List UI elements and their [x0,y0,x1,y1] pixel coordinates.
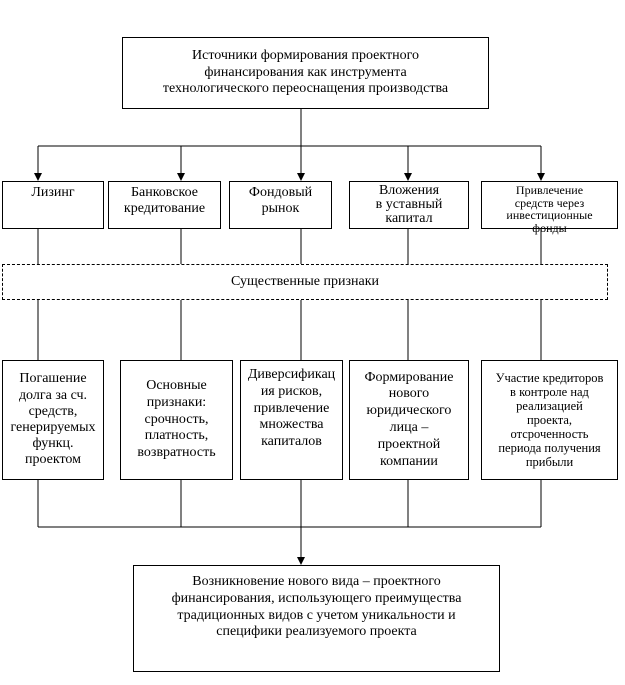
top-sources-box: Источники формирования проектного финанс… [122,37,489,109]
essential-features-label: Существенные признаки [230,274,380,290]
result-text: Возникновение нового вида – проектного ф… [171,574,462,640]
feature-leasing-box: Погашение долга за сч. средств, генериру… [2,360,104,480]
feature-investment-funds-text: Участие кредиторов в контроле над реализ… [495,371,604,469]
essential-features-band: Существенные признаки [2,264,608,300]
category-charter-capital-box: Вложения в уставный капитал [349,181,469,229]
category-stock-market-box: Фондовый рынок [229,181,332,229]
category-bank-credit-box: Банковское кредитование [108,181,221,229]
feature-stock-market-box: Диверсификац ия рисков, привлечение множ… [240,360,343,480]
feature-bank-credit-text: Основные признаки: срочность, платность,… [137,378,216,461]
category-charter-capital-label: Вложения в уставный капитал [375,183,443,226]
feature-leasing-text: Погашение долга за сч. средств, генериру… [10,371,96,468]
feature-bank-credit-box: Основные признаки: срочность, платность,… [120,360,233,480]
feature-stock-market-text: Диверсификац ия рисков, привлечение множ… [247,367,336,450]
result-box: Возникновение нового вида – проектного ф… [133,565,500,672]
category-leasing-label: Лизинг [31,185,75,200]
category-bank-credit-label: Банковское кредитование [123,185,206,216]
feature-charter-capital-text: Формирование нового юридического лица – … [364,369,454,469]
category-stock-market-label: Фондовый рынок [248,185,313,216]
top-sources-text: Источники формирования проектного финанс… [162,47,449,97]
feature-investment-funds-box: Участие кредиторов в контроле над реализ… [481,360,618,480]
category-investment-funds-label: Привлечение средств через инвестиционные… [506,183,593,235]
category-investment-funds-box: Привлечение средств через инвестиционные… [481,181,618,234]
category-leasing-box: Лизинг [2,181,104,229]
feature-charter-capital-box: Формирование нового юридического лица – … [349,360,469,480]
